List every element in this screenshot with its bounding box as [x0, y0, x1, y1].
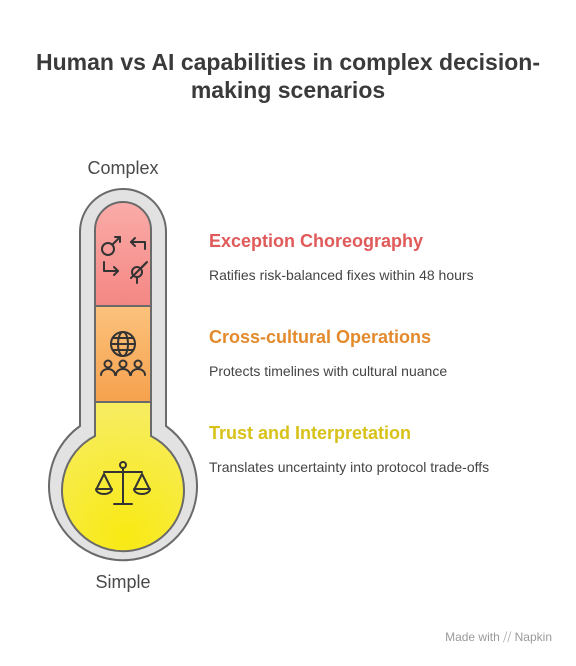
title-line-2: making scenarios	[190, 77, 386, 103]
level-title: Exception Choreography	[209, 231, 424, 251]
napkin-logo-icon: ⧸⧸	[503, 630, 512, 644]
title-line-1: Human vs AI capabilities in complex deci…	[35, 49, 540, 75]
level-title: Cross-cultural Operations	[209, 327, 432, 347]
page-title: Human vs AI capabilities in complex deci…	[0, 48, 576, 104]
made-with-napkin-footer[interactable]: Made with ⧸⧸ Napkin	[445, 630, 552, 645]
level-description: Protects timelines with cultural nuance	[209, 363, 448, 379]
level-title: Trust and Interpretation	[209, 423, 412, 443]
globe-people-icon	[100, 331, 146, 376]
scale-label-complex: Complex	[87, 158, 159, 178]
level-description: Ratifies risk-balanced fixes within 48 h…	[209, 267, 474, 283]
level-exception-choreography: Exception Choreography Ratifies risk-bal…	[209, 230, 529, 284]
footer-prefix: Made with	[445, 630, 500, 644]
level-cross-cultural-operations: Cross-cultural Operations Protects timel…	[209, 326, 529, 380]
level-description: Translates uncertainty into protocol tra…	[209, 459, 490, 475]
footer-brand: Napkin	[514, 630, 552, 644]
scale-label-simple: Simple	[95, 572, 151, 592]
segment-exception-choreography	[62, 202, 184, 306]
thermometer-inner-outline	[61, 201, 185, 553]
balance-scale-icon	[95, 461, 151, 505]
level-trust-and-interpretation: Trust and Interpretation Translates unce…	[209, 422, 509, 476]
gender-swap-arrows-icon	[101, 236, 148, 284]
